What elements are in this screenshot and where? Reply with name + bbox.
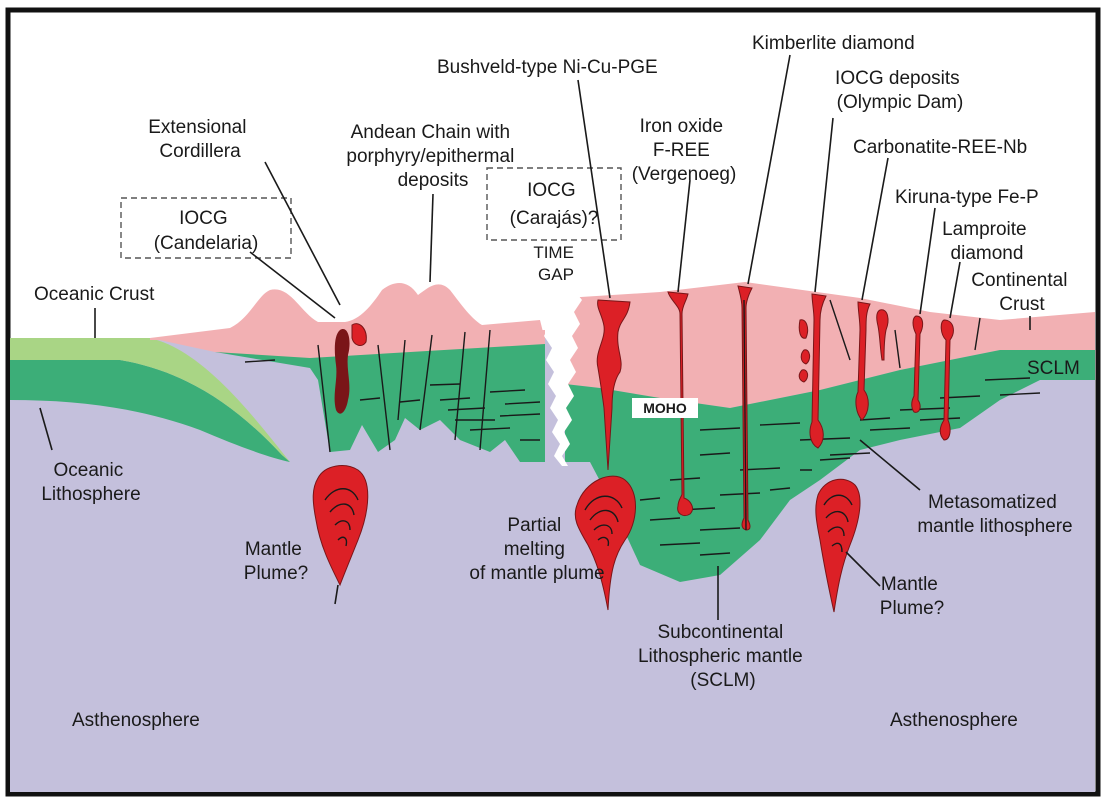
label-moho: MOHO — [643, 400, 687, 416]
label-bushveld: Bushveld-type Ni-Cu-PGE — [437, 57, 658, 78]
label-oceanic-crust: Oceanic Crust — [34, 284, 155, 305]
iocg-carajas-box — [487, 168, 621, 240]
label-carbonatite: Carbonatite-REE-Nb — [853, 137, 1027, 158]
label-asthenosphere-right: Asthenosphere — [890, 710, 1018, 731]
label-sclm: SCLM — [1027, 358, 1080, 379]
label-asthenosphere-left: Asthenosphere — [72, 710, 200, 731]
label-kiruna: Kiruna-type Fe-P — [895, 187, 1039, 208]
label-kimberlite: Kimberlite diamond — [752, 33, 915, 54]
